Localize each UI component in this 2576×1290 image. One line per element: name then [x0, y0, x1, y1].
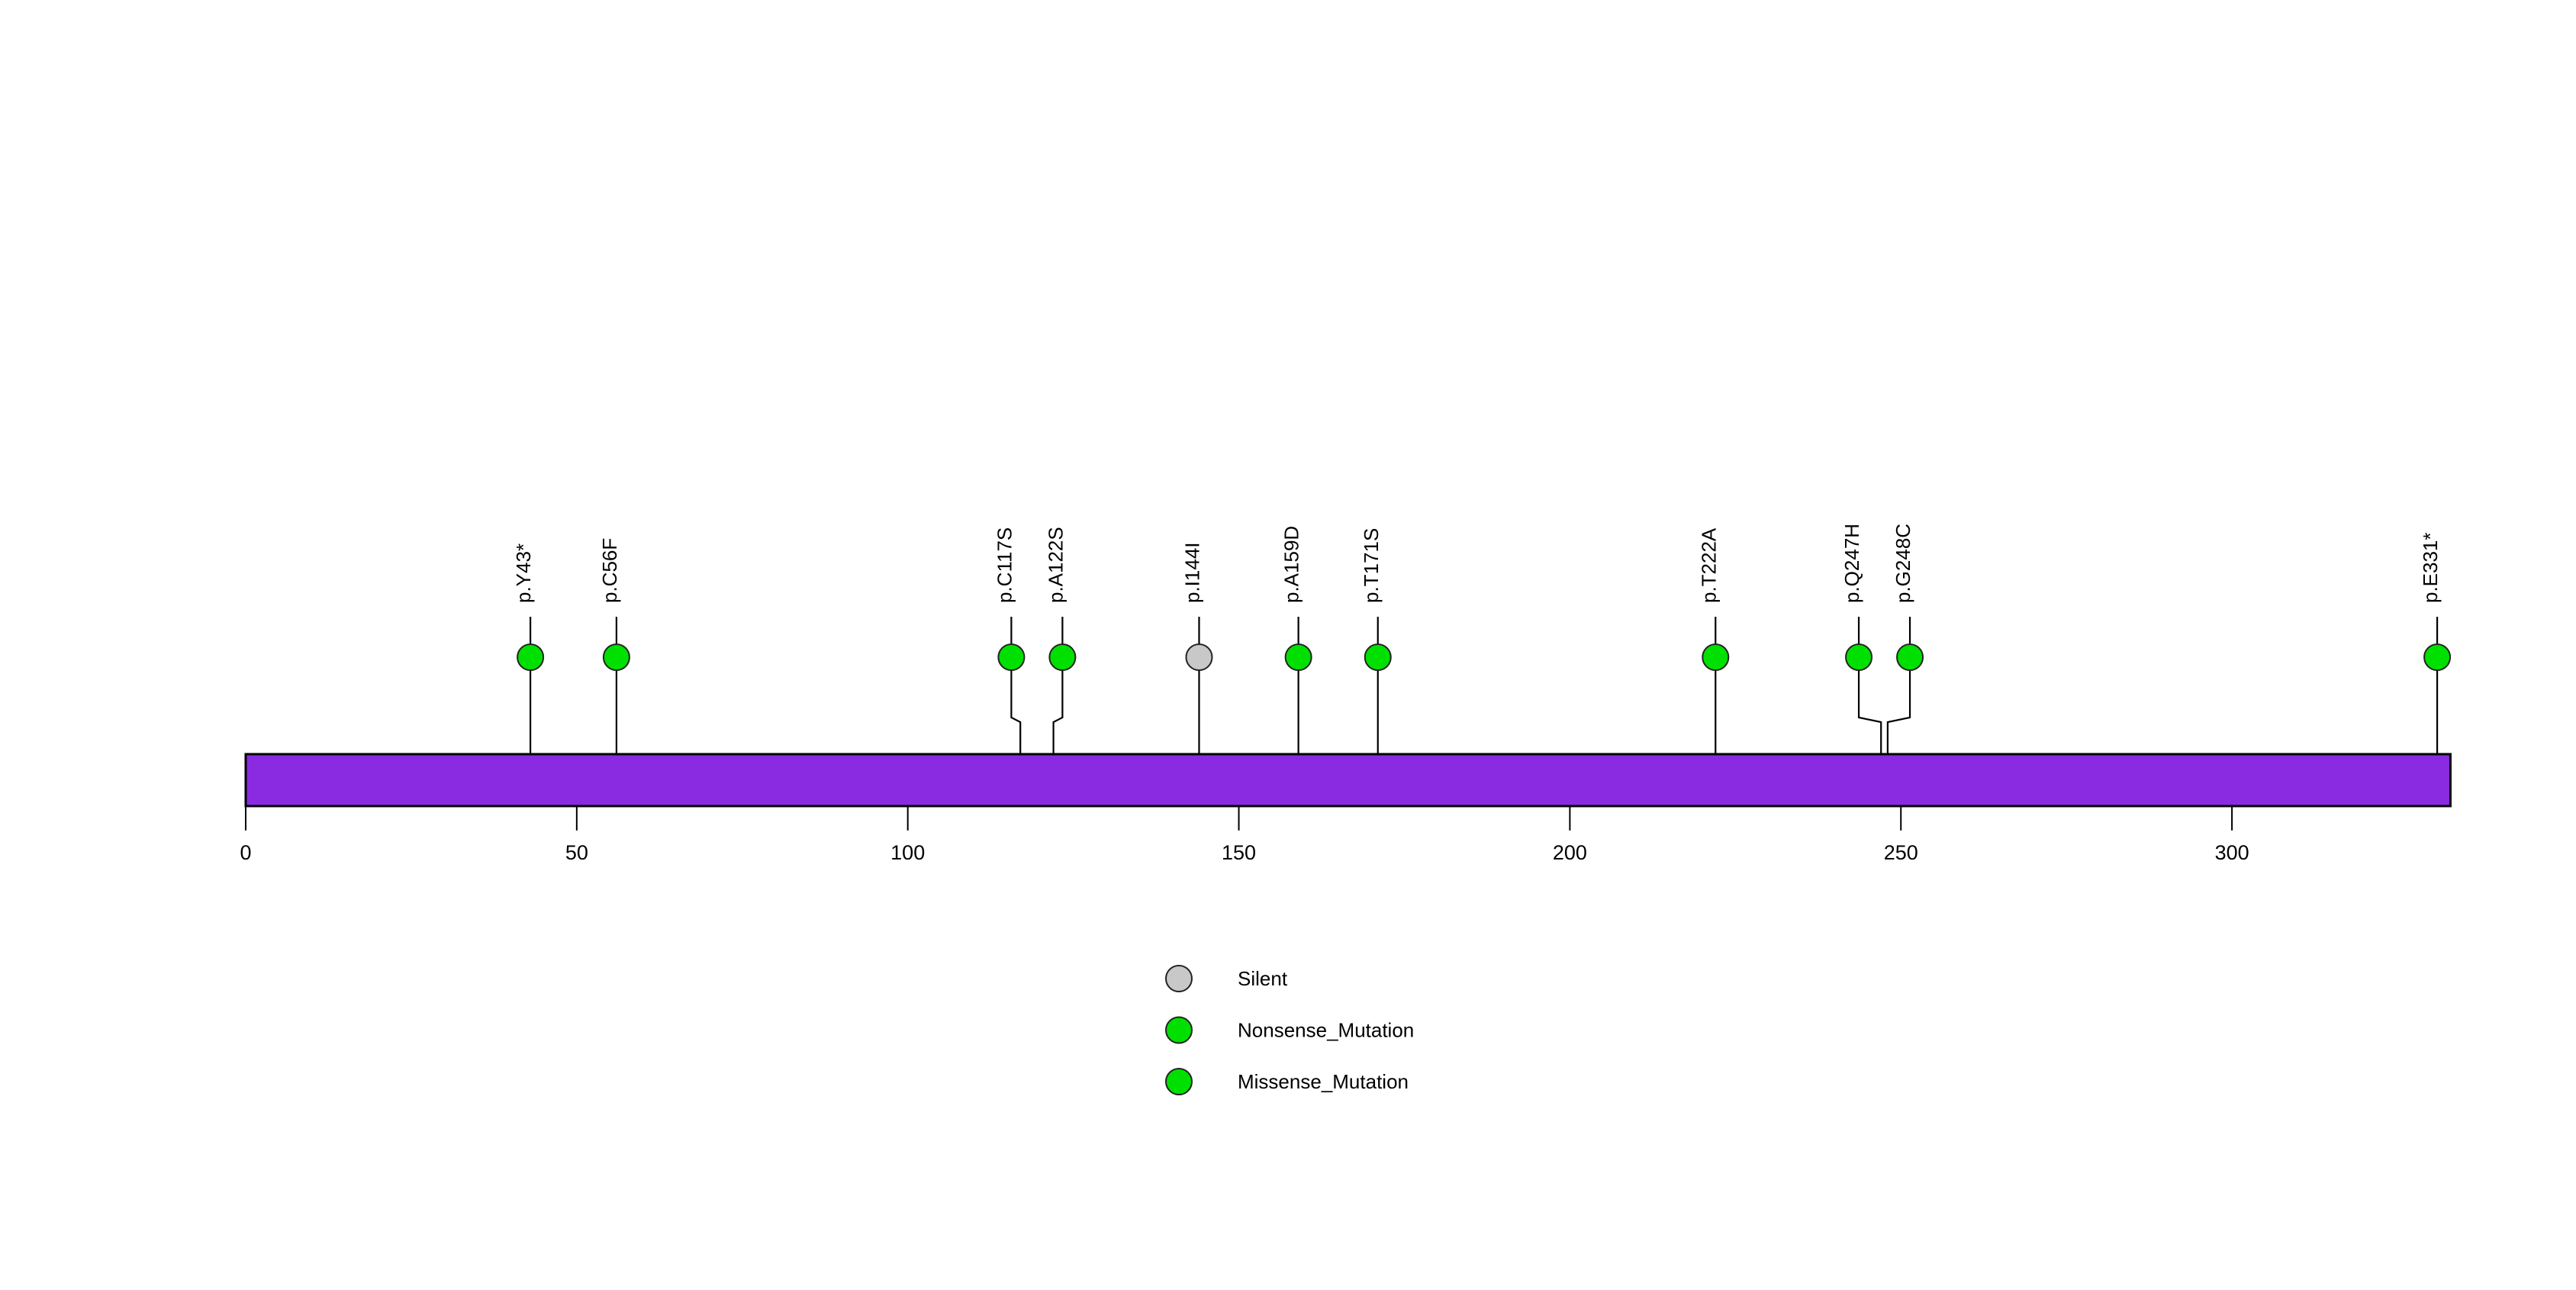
- legend-swatch[interactable]: [1165, 965, 1193, 992]
- lollipop-head-missense_mutation[interactable]: [1702, 643, 1730, 671]
- mutation-label: p.Y43*: [512, 543, 535, 603]
- x-axis-tick-label: 250: [1884, 841, 1918, 864]
- legend-label: Missense_Mutation: [1238, 1070, 1409, 1093]
- mutation-labels-layer: p.Y43* p.C56F p.C117S p.A122S p.I144I p.A159D…: [512, 524, 2442, 603]
- legend-swatch[interactable]: [1165, 1068, 1193, 1095]
- mutation-label: p.I144I: [1180, 542, 1203, 603]
- x-axis-layer: 0 50 100 150 200 250 300: [240, 806, 2249, 864]
- x-axis-tick-label: 100: [890, 841, 925, 864]
- legend-label: Silent: [1238, 967, 1288, 990]
- mutation-label: p.T222A: [1697, 527, 1720, 603]
- mutation-label: p.A159D: [1280, 526, 1303, 603]
- lollipop-head-missense_mutation[interactable]: [1364, 643, 1392, 671]
- x-axis-tick-label: 150: [1222, 841, 1256, 864]
- lollipop-head-missense_mutation[interactable]: [1284, 643, 1312, 671]
- legend-label: Nonsense_Mutation: [1238, 1019, 1414, 1042]
- lollipop-head-missense_mutation[interactable]: [997, 643, 1026, 671]
- mutation-label: p.C56F: [598, 538, 621, 603]
- lollipop-head-nonsense_mutation[interactable]: [2423, 643, 2452, 671]
- x-axis-tick-label: 50: [565, 841, 588, 864]
- mutation-label: p.Q247H: [1840, 524, 1863, 603]
- lollipop-head-missense_mutation[interactable]: [1048, 643, 1077, 671]
- lollipop-head-silent[interactable]: [1185, 643, 1213, 671]
- lollipop-head-missense_mutation[interactable]: [1896, 643, 1924, 671]
- mutation-label: p.G248C: [1892, 524, 1914, 603]
- lollipop-head-missense_mutation[interactable]: [1845, 643, 1873, 671]
- protein-backbone-layer: [244, 753, 2452, 808]
- lollipop-heads-layer: [517, 643, 2452, 671]
- x-axis-tick-label: 0: [240, 841, 251, 864]
- legend-swatch[interactable]: [1165, 1016, 1193, 1044]
- x-axis-tick-label: 300: [2215, 841, 2249, 864]
- mutation-label: p.A122S: [1044, 527, 1067, 603]
- lollipop-head-missense_mutation[interactable]: [602, 643, 630, 671]
- mutation-label: p.T171S: [1360, 528, 1383, 603]
- x-axis-tick-label: 200: [1553, 841, 1587, 864]
- mutation-label: p.C117S: [993, 527, 1016, 603]
- lollipop-head-nonsense_mutation[interactable]: [517, 643, 545, 671]
- protein-backbone-bar: [244, 753, 2452, 808]
- mutation-label: p.E331*: [2419, 532, 2442, 603]
